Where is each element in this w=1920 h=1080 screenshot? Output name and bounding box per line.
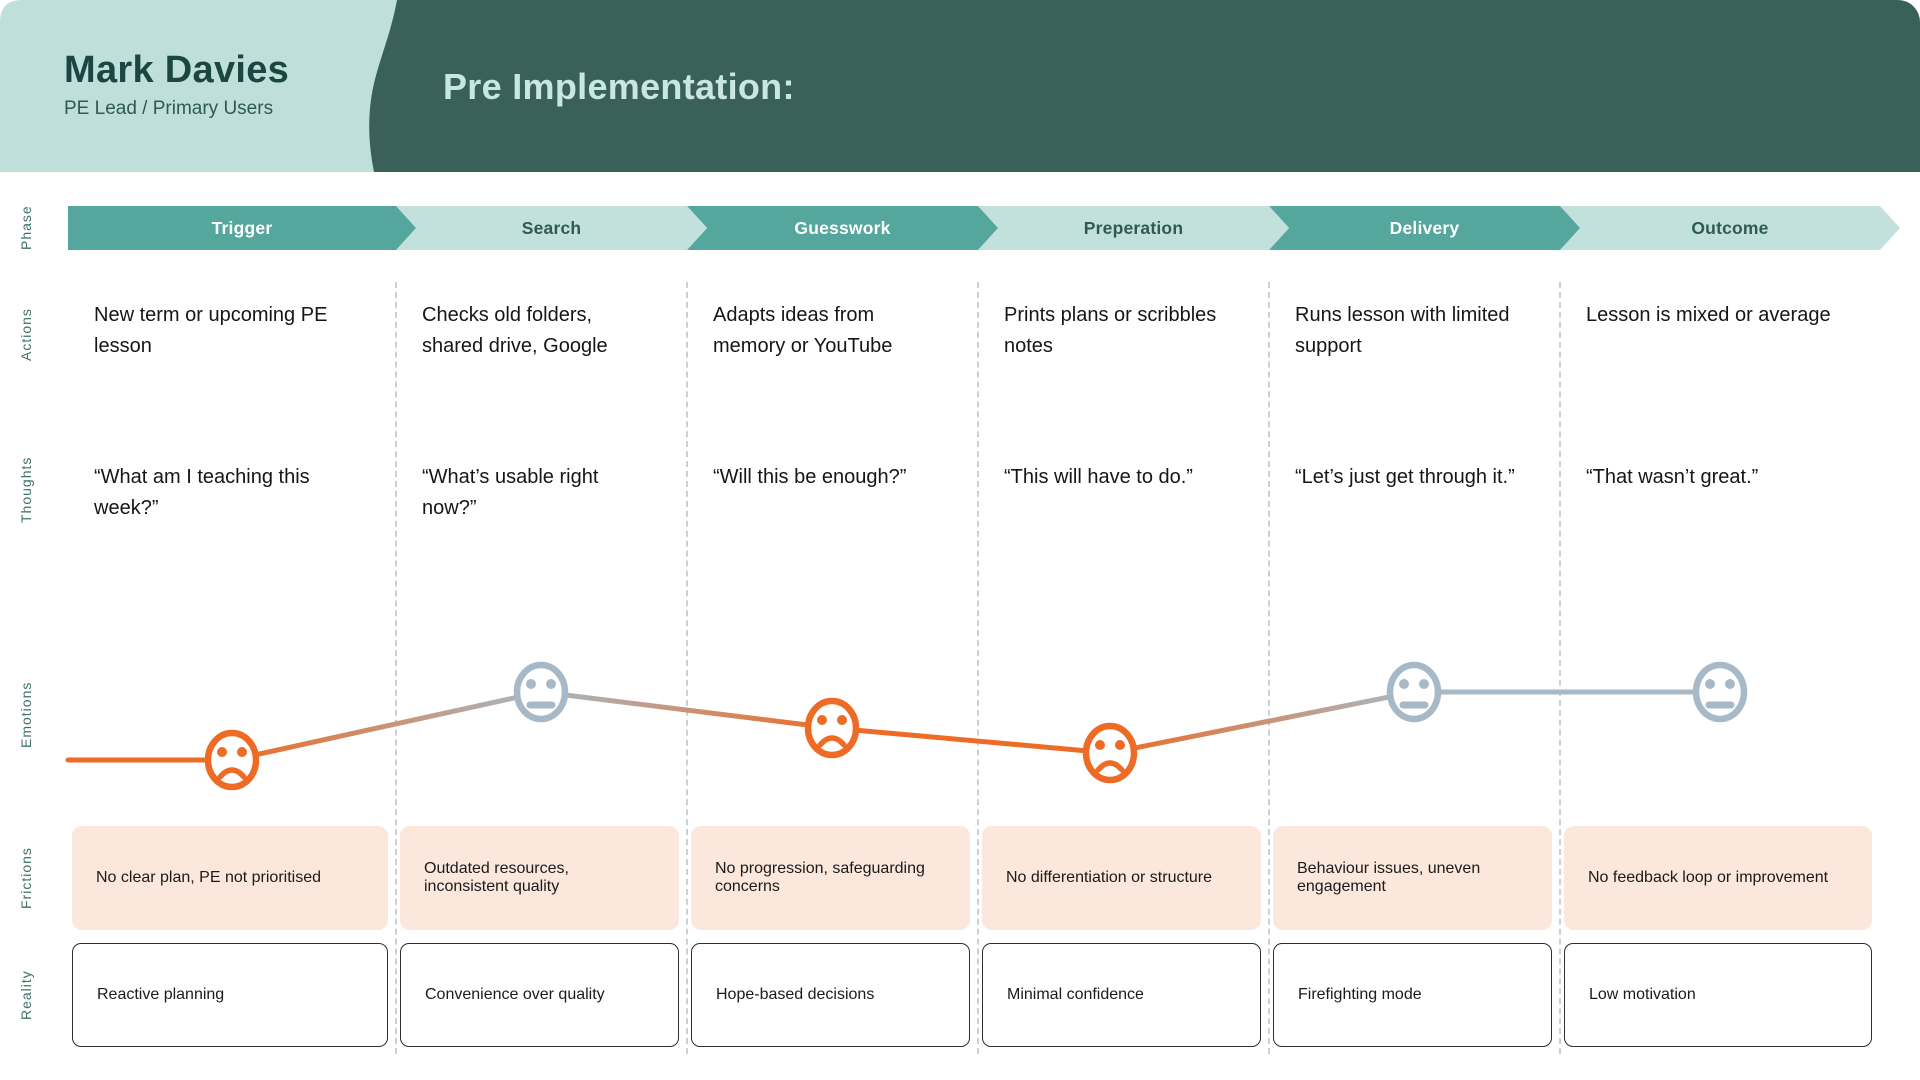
reality-box: Reactive planning	[72, 943, 388, 1047]
action-cell: Runs lesson with limited support	[1295, 304, 1510, 357]
emotion-line-segment	[1107, 689, 1417, 756]
thought-cell: “That wasn’t great.”	[1586, 466, 1759, 488]
column-divider	[686, 282, 688, 1054]
friction-box: No progression, safeguarding concerns	[691, 826, 970, 930]
phase-label: Preperation	[1083, 217, 1184, 238]
emotion-face-neutral	[1386, 661, 1442, 723]
friction-text: No differentiation or structure	[1006, 869, 1213, 886]
action-cell: New term or upcoming PE lesson	[94, 304, 328, 357]
persona-role: PE Lead / Primary Users	[64, 97, 274, 119]
header-mint-panel	[0, 0, 397, 172]
phase-label: Guesswork	[794, 217, 891, 238]
column-divider	[1559, 282, 1561, 1054]
emotion-face-sad	[204, 729, 260, 791]
friction-text: Outdated resources, inconsistent quality	[424, 860, 569, 895]
friction-text: No progression, safeguarding concerns	[715, 860, 925, 895]
phase-segment-delivery: Delivery	[1269, 206, 1580, 250]
friction-box: Outdated resources, inconsistent quality	[400, 826, 679, 930]
phase-segment-preperation: Preperation	[978, 206, 1289, 250]
emotion-face-sad	[804, 697, 860, 759]
emotion-line-segment	[538, 689, 835, 731]
thought-cell: “What’s usable right now?”	[422, 466, 599, 519]
phase-segment-trigger: Trigger	[68, 206, 416, 250]
emotion-face-neutral	[1692, 661, 1748, 723]
reality-box: Low motivation	[1564, 943, 1872, 1047]
phase-label: Search	[521, 217, 582, 238]
emotion-face-sad	[1082, 722, 1138, 784]
friction-box: No feedback loop or improvement	[1564, 826, 1872, 930]
phase-label: Outcome	[1691, 217, 1769, 238]
reality-text: Low motivation	[1589, 986, 1696, 1003]
thought-cell: “What am I teaching this week?”	[94, 466, 310, 519]
reality-box: Minimal confidence	[982, 943, 1261, 1047]
friction-box: No clear plan, PE not prioritised	[72, 826, 388, 930]
thought-cell: “This will have to do.”	[1004, 466, 1193, 488]
column-divider	[395, 282, 397, 1054]
column-divider	[1268, 282, 1270, 1054]
row-label-actions: Actions	[18, 308, 34, 362]
persona-name: Mark Davies	[64, 49, 290, 91]
phase-label: Trigger	[211, 217, 273, 238]
reality-box: Firefighting mode	[1273, 943, 1552, 1047]
action-cell: Prints plans or scribbles notes	[1004, 304, 1217, 357]
phase-segment-outcome: Outcome	[1560, 206, 1900, 250]
row-label-thoughts: Thoughts	[18, 456, 34, 524]
header-dark-panel	[285, 0, 1920, 172]
thought-cell: “Let’s just get through it.”	[1295, 466, 1515, 488]
emotion-face-neutral	[513, 661, 569, 723]
reality-text: Convenience over quality	[425, 986, 605, 1003]
phase-label: Delivery	[1389, 217, 1460, 238]
phase-segment-search: Search	[396, 206, 707, 250]
action-cell: Lesson is mixed or average	[1586, 304, 1831, 326]
row-label-phase: Phase	[18, 205, 34, 251]
friction-box: Behaviour issues, uneven engagement	[1273, 826, 1552, 930]
phase-segment-guesswork: Guesswork	[687, 206, 998, 250]
friction-box: No differentiation or structure	[982, 826, 1261, 930]
friction-text: Behaviour issues, uneven engagement	[1297, 860, 1481, 895]
emotions-line-chart	[65, 661, 1748, 791]
column-divider	[977, 282, 979, 1054]
friction-text: No clear plan, PE not prioritised	[96, 869, 321, 886]
emotion-line-segment	[229, 689, 544, 763]
emotion-line-segment	[829, 725, 1113, 756]
page-title: Pre Implementation:	[443, 66, 795, 107]
row-label-reality: Reality	[18, 970, 34, 1020]
reality-text: Firefighting mode	[1298, 986, 1422, 1003]
action-cell: Checks old folders, shared drive, Google	[422, 304, 608, 357]
reality-text: Reactive planning	[97, 986, 225, 1003]
persona-card: Mark Davies PE Lead / Primary Users	[64, 49, 290, 120]
reality-box: Hope-based decisions	[691, 943, 970, 1047]
row-label-frictions: Frictions	[18, 847, 34, 909]
reality-box: Convenience over quality	[400, 943, 679, 1047]
thought-cell: “Will this be enough?”	[713, 466, 907, 488]
action-cell: Adapts ideas from memory or YouTube	[713, 304, 893, 357]
friction-text: No feedback loop or improvement	[1588, 869, 1829, 886]
reality-text: Minimal confidence	[1007, 986, 1144, 1003]
reality-text: Hope-based decisions	[716, 986, 875, 1003]
